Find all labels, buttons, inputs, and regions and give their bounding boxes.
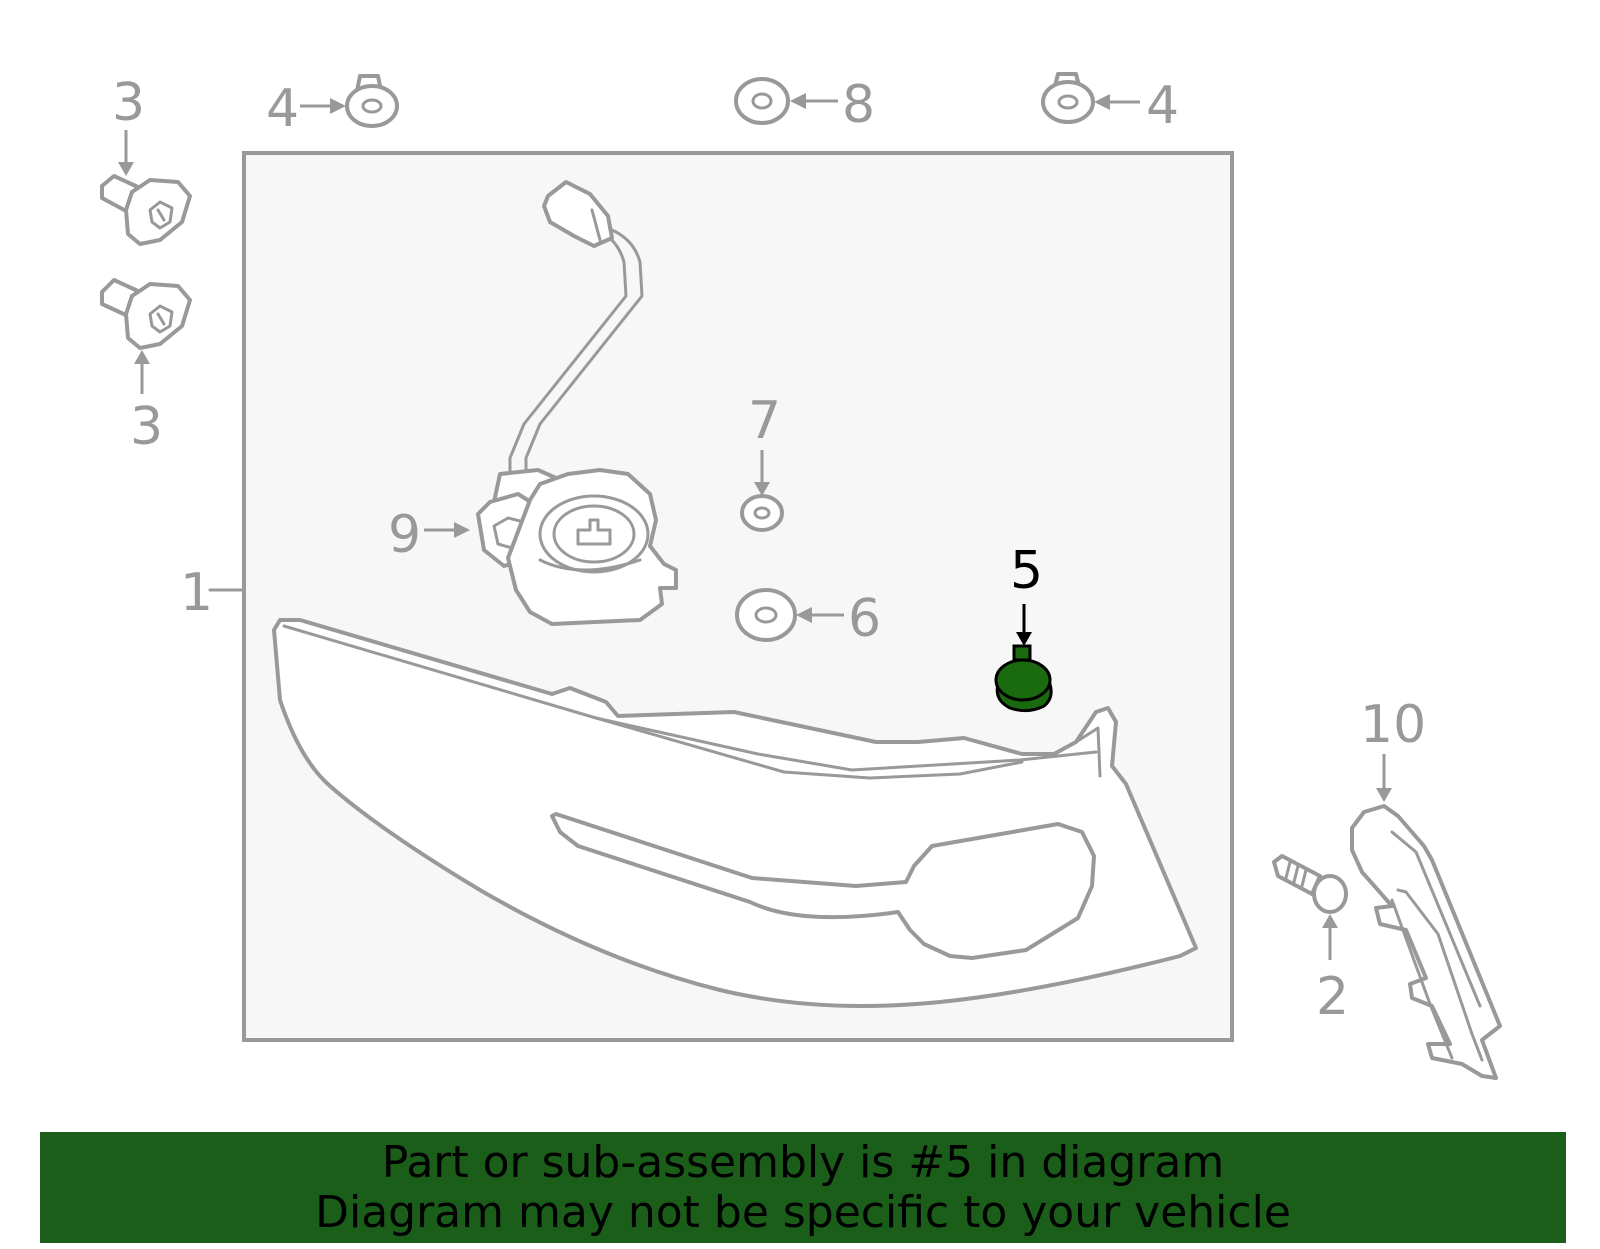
- callout-1: 1: [180, 563, 213, 623]
- screw-2: [1272, 854, 1348, 914]
- callout-8: 8: [842, 75, 875, 135]
- callout-5: 5: [1010, 541, 1043, 601]
- socket-and-wire-harness: [476, 180, 678, 626]
- bulb-5-highlighted[interactable]: [994, 644, 1053, 713]
- washer-7: [740, 494, 784, 532]
- grommet-6: [735, 588, 797, 642]
- callout-4-right: 4: [1146, 76, 1179, 136]
- callout-9: 9: [388, 505, 421, 565]
- callout-6: 6: [848, 589, 881, 649]
- callout-2: 2: [1316, 967, 1349, 1027]
- banner-line-2: Diagram may not be specific to your vehi…: [315, 1186, 1291, 1238]
- callout-10: 10: [1360, 695, 1426, 755]
- callout-3-bottom: 3: [130, 397, 163, 457]
- speed-nut-right: [1041, 72, 1095, 124]
- washer-8: [734, 77, 790, 125]
- callout-3-top: 3: [112, 73, 145, 133]
- bracket-10: [1350, 804, 1502, 1080]
- info-banner: Part or sub-assembly is #5 in diagram Di…: [40, 1132, 1566, 1243]
- push-pin-clip-top: [100, 174, 192, 246]
- callout-7: 7: [748, 391, 781, 451]
- callout-4-left: 4: [266, 79, 299, 139]
- banner-line-1: Part or sub-assembly is #5 in diagram: [381, 1136, 1225, 1188]
- speed-nut-left: [345, 74, 399, 128]
- tail-lamp-housing: [272, 618, 1198, 1008]
- push-pin-clip-bottom: [100, 278, 192, 350]
